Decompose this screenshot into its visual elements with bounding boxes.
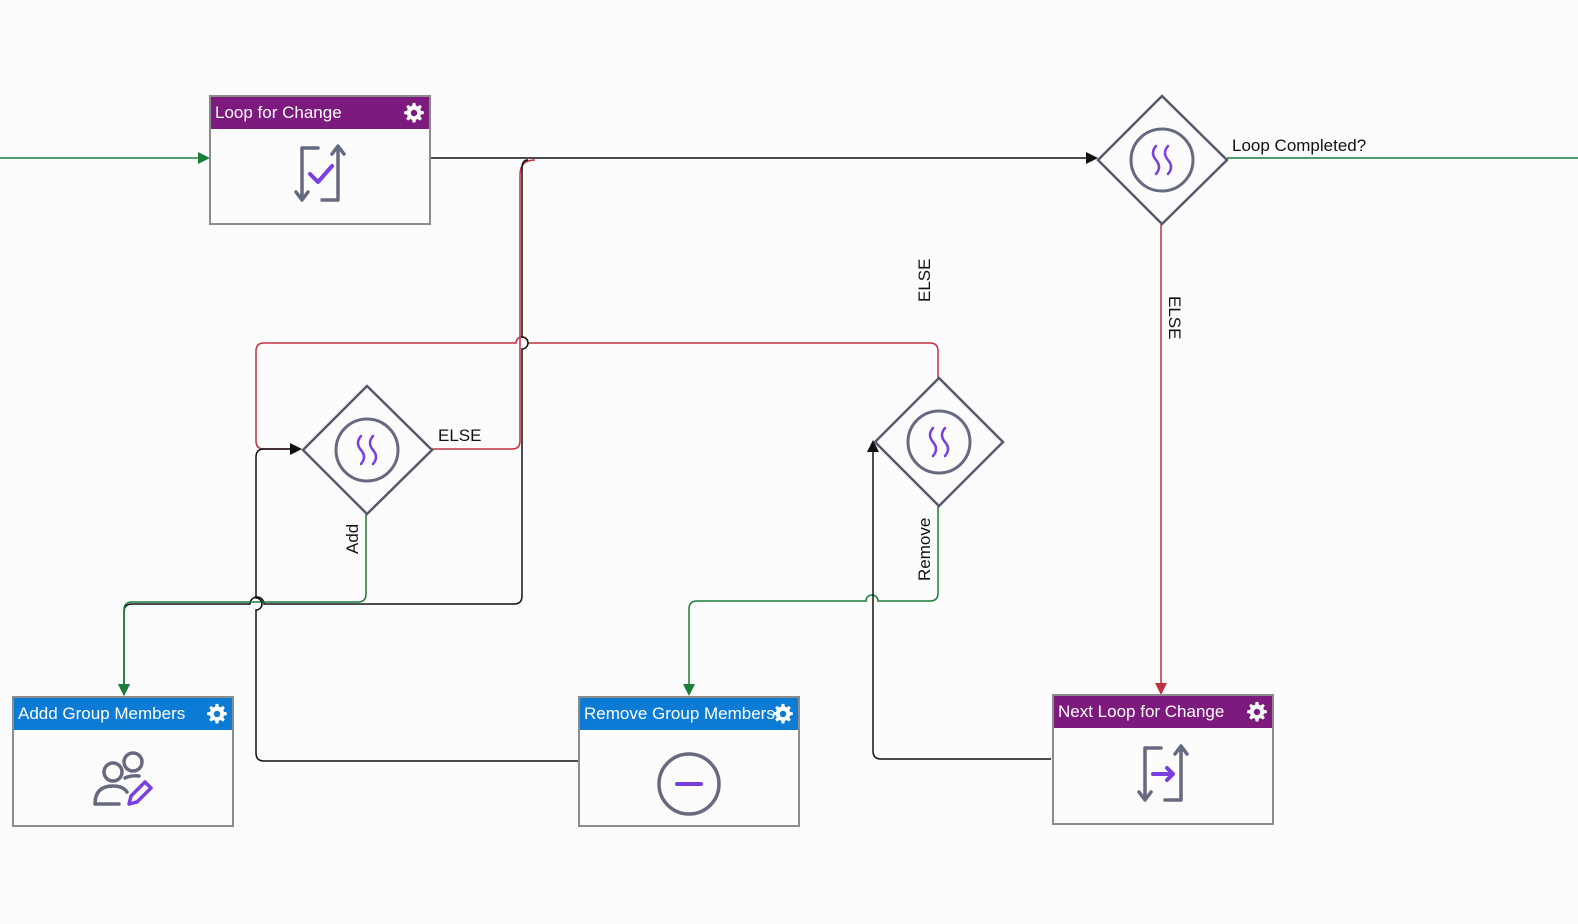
decision-remove[interactable] [873,376,1005,508]
node-title: Remove Group Members [584,704,775,723]
node-next-loop-for-change[interactable]: Next Loop for Change [1052,694,1274,825]
decision-loop-completed[interactable] [1096,94,1229,226]
node-header: Addd Group Members [14,698,232,730]
edge-label-else-top: ELSE [915,258,934,302]
users-edit-icon [93,750,153,806]
connector-remove-else[interactable] [255,336,939,450]
connector-add-branch[interactable] [118,514,367,696]
gear-icon[interactable] [403,102,425,124]
gear-icon[interactable] [772,703,794,725]
node-remove-group-members[interactable]: Remove Group Members [578,696,800,827]
edge-label-else-add: ELSE [438,426,482,445]
edge-label-remove: Remove [915,517,934,581]
node-loop-for-change[interactable]: Loop for Change [209,95,431,225]
node-header: Remove Group Members [580,698,798,730]
connector-next-loop-return[interactable] [867,440,1051,760]
node-body [1054,728,1272,823]
loop-next-icon [1137,743,1189,802]
gear-icon[interactable] [206,703,228,725]
connector-loop-body[interactable] [118,159,529,696]
node-add-group-members[interactable]: Addd Group Members [12,696,234,827]
wave-icon [1129,127,1195,193]
node-header: Loop for Change [211,97,429,129]
node-body [211,129,429,223]
decision-label-loop-completed: Loop Completed? [1232,136,1367,155]
connector-remove-return[interactable] [255,443,578,762]
node-title: Addd Group Members [18,704,186,723]
minus-circle-icon [657,751,721,816]
connector-add-else[interactable] [432,159,536,450]
node-body [14,730,232,825]
node-body [580,730,798,825]
node-header: Next Loop for Change [1054,696,1272,728]
wave-icon [906,409,972,475]
loop-check-icon [294,144,346,202]
node-title: Loop for Change [215,103,342,122]
wave-icon [334,417,400,483]
edge-label-else-loop-completed: ELSE [1165,296,1184,340]
edge-label-add: Add [343,523,362,554]
node-title: Next Loop for Change [1058,702,1225,721]
decision-add[interactable] [301,384,434,516]
gear-icon[interactable] [1246,701,1268,723]
connector-remove-branch[interactable] [683,506,939,696]
